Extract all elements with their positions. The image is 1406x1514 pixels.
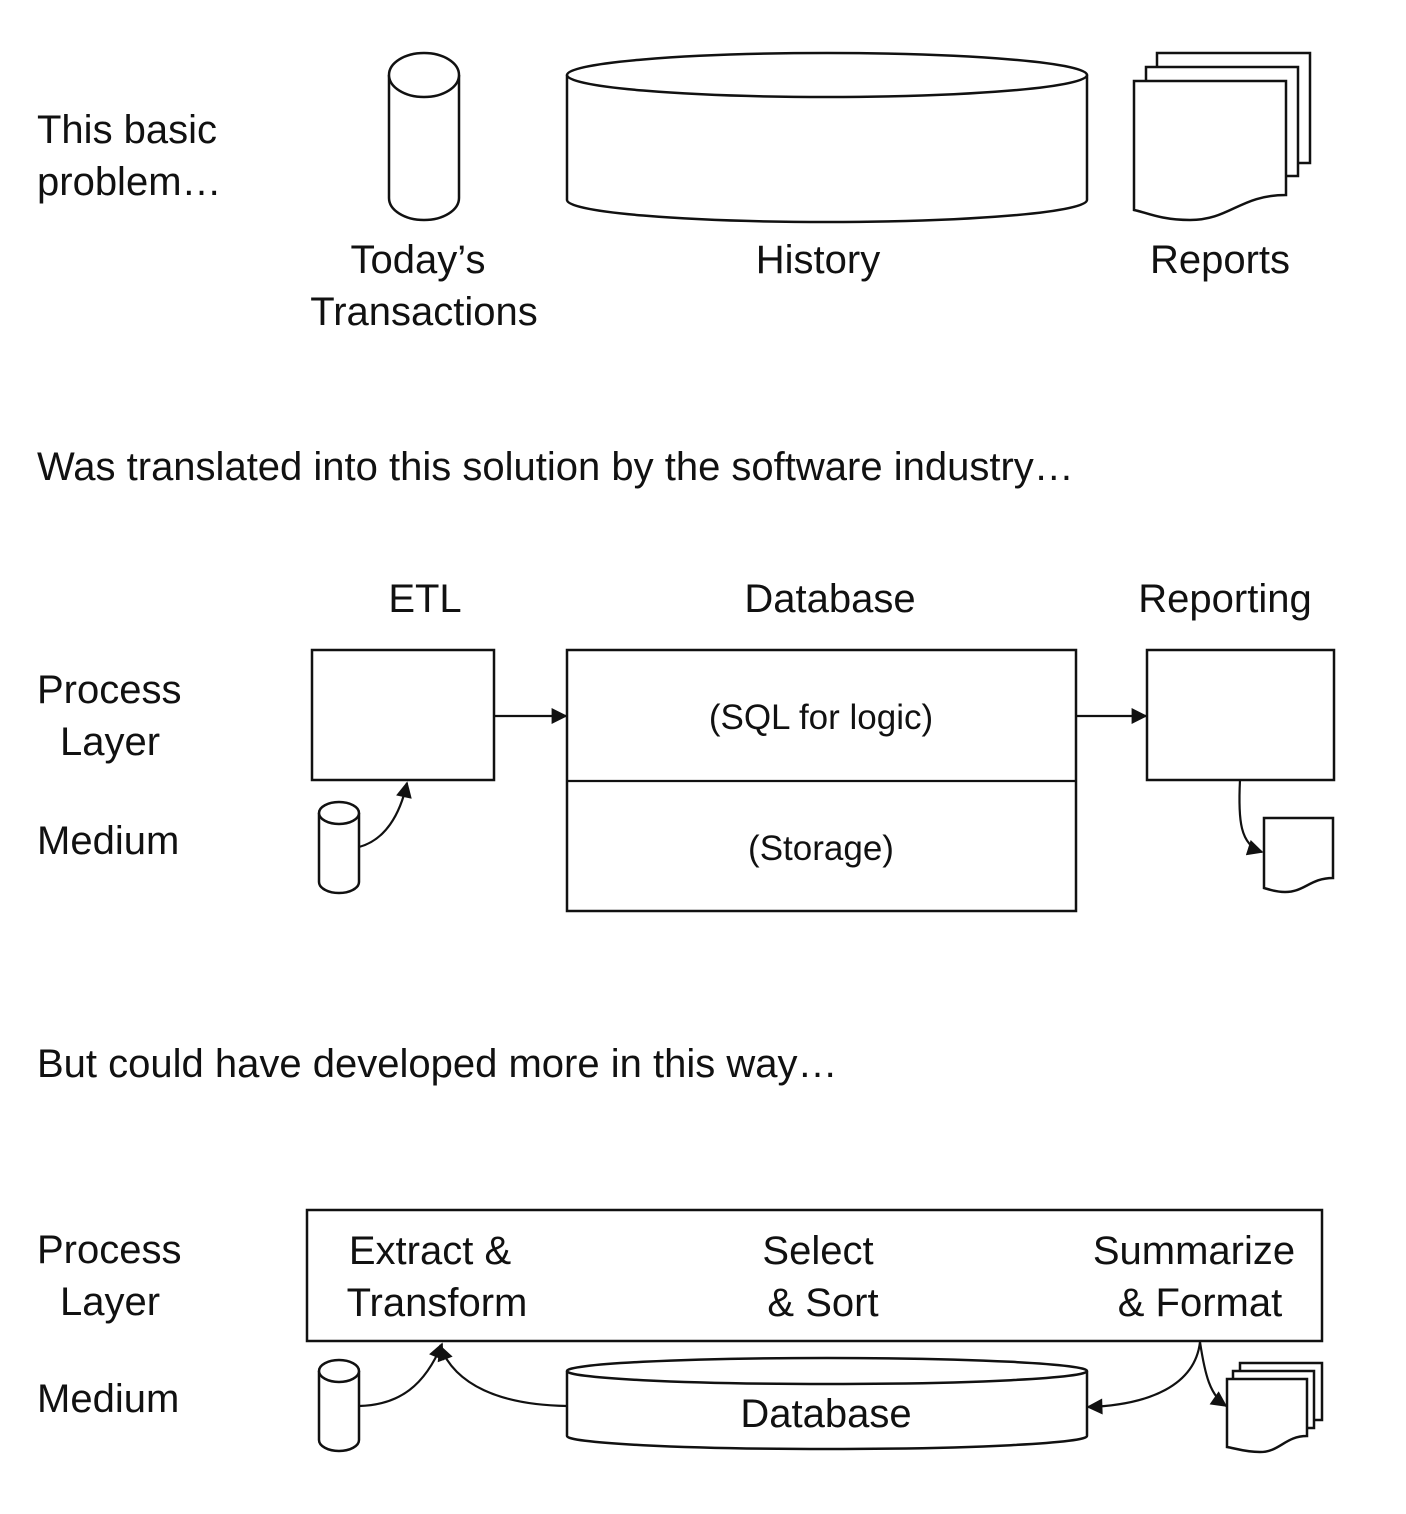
- source-cylinder-icon-alt: [317, 1358, 361, 1453]
- select-sort-label-line1: Select: [762, 1229, 873, 1273]
- process-layer-label-line1-alt: Process: [37, 1228, 182, 1272]
- arrow-summarize-to-database: [1086, 1341, 1202, 1415]
- medium-label-alt: Medium: [37, 1377, 179, 1421]
- etl-process-box: [310, 648, 496, 782]
- arrow-database-to-extract: [437, 1344, 568, 1408]
- process-layer-label-line1: Process: [37, 668, 182, 712]
- etl-label: ETL: [388, 577, 461, 621]
- summarize-format-label-line1: Summarize: [1093, 1229, 1295, 1273]
- reports-stack-icon: [1132, 51, 1312, 222]
- reports-label: Reports: [1150, 238, 1290, 282]
- section-alternative-way: But could have developed more in this wa…: [37, 1042, 1324, 1454]
- caption-basic-problem-line1: This basic: [37, 108, 217, 152]
- section-software-solution: Was translated into this solution by the…: [37, 445, 1336, 913]
- sql-logic-label: (SQL for logic): [709, 698, 933, 737]
- caption-basic-problem-line2: problem…: [37, 160, 222, 204]
- arrow-source-to-etl: [358, 781, 412, 849]
- medium-label: Medium: [37, 819, 179, 863]
- report-document-icon: [1262, 816, 1335, 894]
- database-disk-label: Database: [740, 1392, 911, 1436]
- arrow-reporting-to-document: [1238, 779, 1264, 856]
- caption-alternative-way: But could have developed more in this wa…: [37, 1042, 837, 1086]
- extract-transform-label-line1: Extract &: [349, 1229, 512, 1273]
- reporting-label: Reporting: [1138, 577, 1311, 621]
- transactions-cylinder-icon: [387, 51, 461, 222]
- arrow-source-to-extract: [358, 1342, 444, 1408]
- process-layer-label-line2: Layer: [60, 720, 160, 764]
- reports-stack-icon-alt: [1225, 1361, 1324, 1454]
- process-layer-label-line2-alt: Layer: [60, 1280, 160, 1324]
- history-label: History: [756, 238, 880, 282]
- reporting-process-box: [1145, 648, 1336, 782]
- caption-software-solution: Was translated into this solution by the…: [37, 445, 1074, 489]
- transactions-label-line2: Transactions: [310, 290, 538, 334]
- section-basic-problem: This basic problem… Today’s Transactions…: [37, 51, 1312, 334]
- extract-transform-label-line2: Transform: [347, 1281, 528, 1325]
- arrow-summarize-to-reports: [1198, 1341, 1228, 1407]
- source-cylinder-icon: [317, 800, 361, 895]
- summarize-format-label-line2: & Format: [1118, 1281, 1282, 1325]
- storage-label: (Storage): [748, 829, 894, 868]
- database-disk-icon: [565, 1356, 1089, 1451]
- database-box: [565, 648, 1078, 913]
- database-label: Database: [744, 577, 915, 621]
- select-sort-label-line2: & Sort: [767, 1281, 878, 1325]
- transactions-label-line1: Today’s: [351, 238, 486, 282]
- history-database-icon: [565, 51, 1089, 224]
- process-layer-box: [305, 1208, 1324, 1343]
